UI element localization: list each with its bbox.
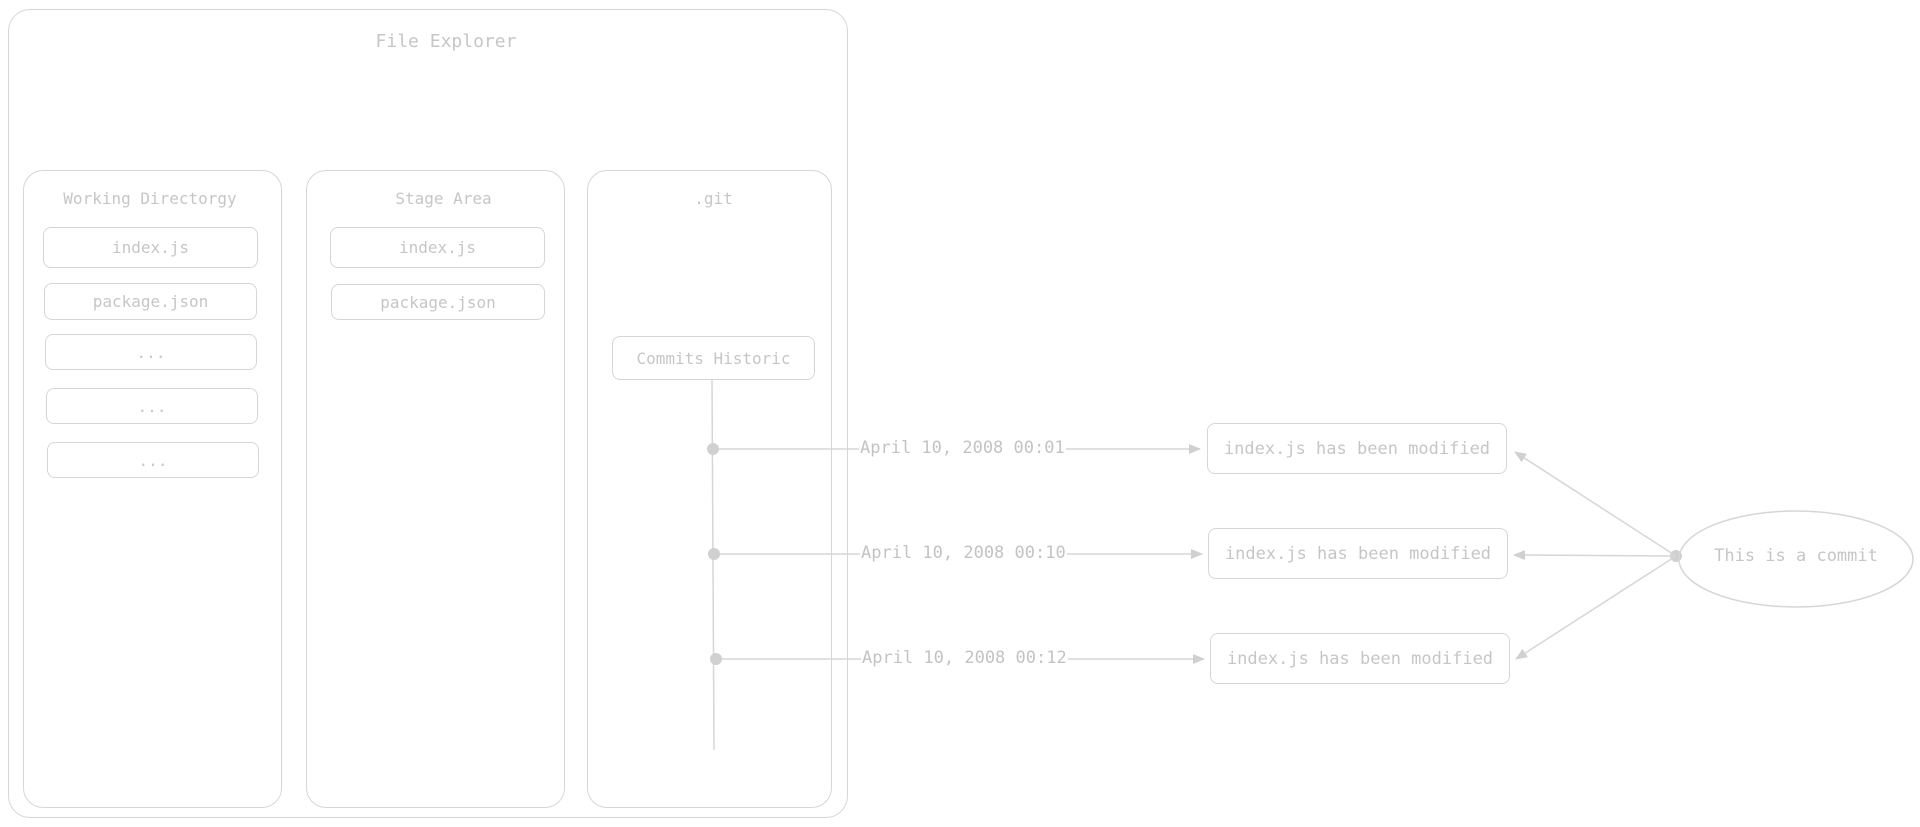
note-arrow-2 — [1513, 550, 1677, 561]
history-timeline — [711, 379, 715, 751]
note-arrow-1 — [1514, 451, 1677, 557]
git-title: .git — [694, 189, 733, 208]
commit-3-dot — [710, 653, 722, 665]
commit-2-dot — [708, 548, 720, 560]
commits-historic-box[interactable]: Commits Historic — [612, 336, 815, 380]
commit-1-message[interactable]: index.js has been modified — [1207, 423, 1507, 474]
working-file-package-json[interactable]: package.json — [44, 283, 257, 320]
commit-1-dot — [707, 443, 719, 455]
stage-area-panel — [306, 170, 565, 808]
git-panel — [587, 170, 832, 808]
stage-area-title: Stage Area — [395, 189, 492, 208]
staged-file-package-json[interactable]: package.json — [331, 284, 545, 320]
commit-3-timestamp: April 10, 2008 00:12 — [861, 647, 1068, 669]
commit-3-message[interactable]: index.js has been modified — [1210, 633, 1510, 684]
working-directory-title: Working Directorgy — [63, 189, 237, 208]
commit-note-ellipse — [1678, 510, 1914, 608]
working-directory-panel — [23, 170, 282, 808]
working-file-ellipsis-2[interactable]: ... — [46, 388, 258, 424]
commit-note-label: This is a commit — [1714, 546, 1878, 566]
commit-1-timestamp: April 10, 2008 00:01 — [859, 437, 1066, 459]
commit-2-timestamp: April 10, 2008 00:10 — [860, 542, 1067, 564]
commit-2-message[interactable]: index.js has been modified — [1208, 528, 1508, 579]
working-file-ellipsis-3[interactable]: ... — [47, 442, 259, 478]
working-file-index-js[interactable]: index.js — [43, 227, 258, 268]
staged-file-index-js[interactable]: index.js — [330, 227, 545, 268]
file-explorer-title: File Explorer — [375, 31, 517, 52]
working-file-ellipsis-1[interactable]: ... — [45, 334, 257, 370]
note-arrow-3 — [1515, 555, 1677, 660]
file-explorer-panel — [8, 9, 848, 818]
